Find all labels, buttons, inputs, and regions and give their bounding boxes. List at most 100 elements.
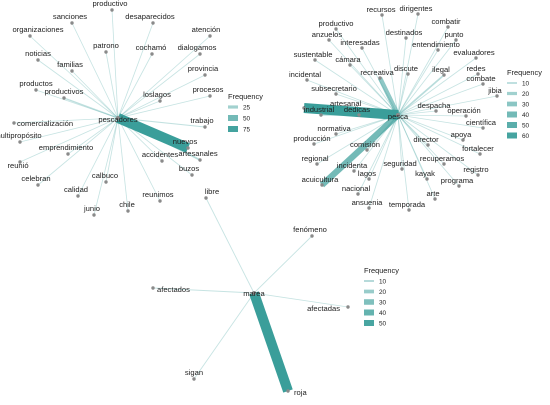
node-label-anzuelos: anzuelos: [312, 30, 343, 39]
node-jibia: [495, 94, 499, 98]
legend-label-50: 50: [243, 115, 251, 122]
node-trabajo: [203, 125, 207, 129]
edge-pesca-producción: [313, 114, 399, 145]
edge-pescadores-noticias: [37, 59, 119, 119]
edge-pesca-productivo: [335, 28, 399, 116]
node-incidental: [305, 78, 309, 82]
node-label-noticias: noticias: [25, 49, 51, 58]
node-director: [426, 143, 430, 147]
node-label-subsecretario: subsecretario: [311, 84, 357, 93]
node-productos: [34, 88, 38, 92]
edge-pesca-ilegal: [397, 74, 445, 116]
node-libre: [204, 196, 208, 200]
node-label-kayak: kayak: [415, 169, 435, 178]
marea-network-nodes: [151, 196, 350, 393]
node-label-roja: roja: [294, 388, 307, 397]
node-label-productivo: productivo: [92, 0, 127, 8]
node-cochamó: [150, 52, 154, 56]
node-junio: [92, 213, 96, 217]
edge-pescadores-celebran: [37, 117, 119, 186]
legend-label-50: 50: [379, 320, 387, 327]
node-ilegal: [442, 73, 446, 77]
edge-pesca-lagos: [368, 114, 399, 180]
node-label-operación: operación: [447, 106, 480, 115]
node-label-combate: combate: [466, 74, 495, 83]
node-noticias: [36, 58, 40, 62]
node-label-reunió: reunió: [7, 161, 28, 170]
node-cámara: [348, 63, 352, 67]
legend-label-60: 60: [522, 133, 530, 140]
node-label-entendimiento: entendimiento: [412, 40, 460, 49]
node-atención: [208, 34, 212, 38]
edge-marea-libre: [205, 197, 255, 294]
edge-pesca-punto: [397, 39, 457, 116]
edge-pesca-artesanal: [303, 103, 399, 120]
node-label-sustentable: sustentable: [294, 50, 333, 59]
node-calidad: [76, 194, 80, 198]
hub-label-pescadores: pescadores: [98, 115, 137, 124]
node-label-emprendimiento: emprendimiento: [39, 143, 93, 152]
node-label-incidenta: incidenta: [337, 161, 368, 170]
node-label-interesadas: interesadas: [340, 38, 379, 47]
node-label-incidental: incidental: [289, 70, 321, 79]
node-comercialización: [12, 121, 16, 125]
node-label-combatir: combatir: [431, 17, 461, 26]
node-label-accidentes: accidentes: [142, 150, 179, 159]
edge-pesca-director: [397, 114, 429, 146]
node-interesadas: [360, 46, 364, 50]
node-label-productos: productos: [19, 79, 53, 88]
legend-label-50: 50: [522, 122, 530, 129]
hub-label-marea: marea: [243, 289, 265, 298]
edge-marea-fenómeno: [253, 235, 313, 294]
node-label-evaluadores: evaluadores: [453, 48, 495, 57]
hub-node-pescadores: [116, 116, 120, 120]
node-label-patrono: patrono: [93, 41, 119, 50]
node-procesos: [208, 94, 212, 98]
edge-pescadores-sanciones: [71, 22, 119, 119]
node-label-familias: familias: [57, 60, 83, 69]
edge-pesca-destinados: [397, 37, 407, 116]
node-label-multipropósito: multipropósito: [0, 131, 42, 140]
node-label-producción: producción: [293, 134, 330, 143]
node-label-loslagos: loslagos: [143, 90, 171, 99]
node-producción: [312, 142, 316, 146]
node-dedicas: [357, 113, 361, 117]
edge-pesca-redes: [397, 73, 479, 116]
node-label-despacha: despacha: [418, 101, 452, 110]
node-label-registro: registro: [463, 165, 488, 174]
node-despacha: [434, 109, 438, 113]
node-label-lagos: lagos: [358, 169, 376, 178]
node-label-recreativa: recreativa: [360, 68, 394, 77]
edge-pesca-sustentable: [314, 59, 399, 116]
node-dirigentes: [416, 12, 420, 16]
node-incidenta: [352, 169, 356, 173]
node-recuperamos: [442, 162, 446, 166]
node-label-destinados: destinados: [386, 28, 423, 37]
node-afectadas: [346, 305, 350, 309]
node-programa: [457, 184, 461, 188]
node-label-comercialización: comercialización: [17, 119, 73, 128]
node-anzuelos: [327, 38, 331, 42]
edge-pescadores-emprendimiento: [67, 117, 119, 155]
node-organizaciones: [28, 34, 32, 38]
node-label-punto: punto: [444, 30, 463, 39]
edge-pesca-evaluadores: [397, 57, 477, 116]
node-entendimiento: [436, 48, 440, 52]
node-destinados: [404, 36, 408, 40]
node-nacional: [356, 192, 360, 196]
node-label-ansuenia: ansuenia: [352, 198, 384, 207]
edge-marea-afectados: [152, 287, 255, 294]
node-artesanales: [198, 158, 202, 162]
node-label-artesanal: artesanal: [330, 99, 362, 108]
edge-pesca-combate: [397, 83, 484, 116]
node-combatir: [446, 25, 450, 29]
edge-pesca-operación: [397, 114, 467, 117]
node-multipropósito: [18, 140, 22, 144]
pesca-network-nodes: [302, 12, 499, 212]
edge-pesca-registro: [397, 114, 479, 176]
edge-pescadores-nuevos: [116, 113, 190, 153]
